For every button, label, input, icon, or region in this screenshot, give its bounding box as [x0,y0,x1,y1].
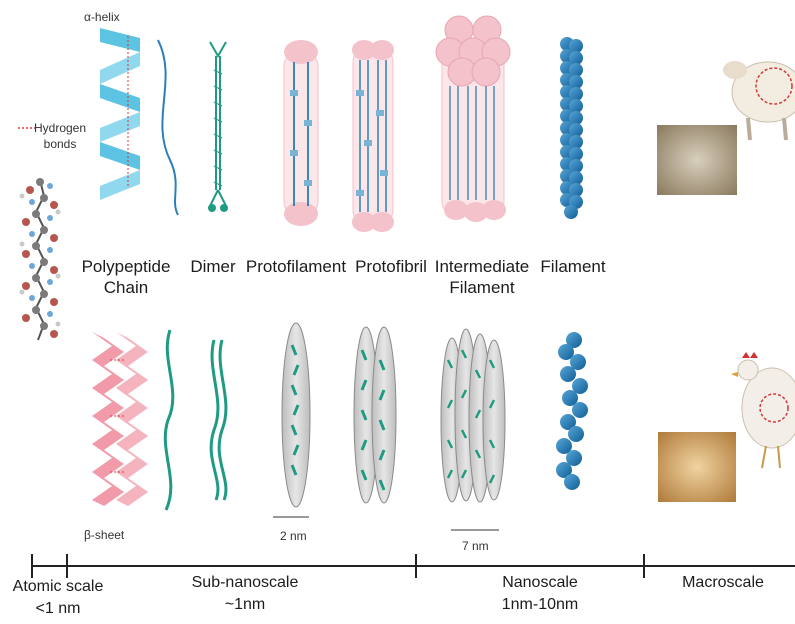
scale-label-atomic: Atomic scale <1 nm [8,576,108,620]
structure-label-protofibril: Protofibril [350,256,432,277]
wool-photo [657,125,737,195]
structure-label-filament: Filament [538,256,608,277]
protofibril-alpha [352,40,394,232]
structure-label-polypeptide: Polypeptide Chain [74,256,178,298]
alpha-helix-label: α-helix [84,10,120,24]
polypeptide-chain-alpha [158,40,178,215]
amino-acid-chain-icon [20,178,61,340]
scale-label-macro: Macroscale [668,572,778,594]
alpha-helix-ribbon [100,28,140,200]
protofilament-beta [282,323,310,507]
structure-label-protofilament: Protofilament [244,256,348,277]
intermediate-filament-alpha [436,16,510,222]
structure-label-intermediate: Intermediate Filament [432,256,532,298]
intermediate-filament-beta [441,329,505,502]
protofibril-beta [354,327,396,503]
dimension-label-7nm: 7 nm [462,539,489,553]
beta-sheet-label: β-sheet [84,528,124,542]
feather-photo [658,432,736,502]
dimer-beta [211,340,226,500]
polypeptide-chain-beta [165,330,173,510]
protofilament-alpha [284,40,318,226]
filament-alpha [560,37,583,219]
hydrogen-bonds-label: Hydrogen bonds [34,120,86,152]
dimension-label-2nm: 2 nm [280,529,307,543]
scale-label-subnano: Sub-nanoscale ~1nm [180,572,310,616]
chicken-icon [731,352,795,468]
beta-sheet-zigzag [92,332,148,506]
structure-label-dimer: Dimer [184,256,242,277]
scale-label-nano: Nanoscale 1nm-10nm [480,572,600,616]
dimer-alpha [210,42,226,206]
filament-beta [556,332,588,490]
